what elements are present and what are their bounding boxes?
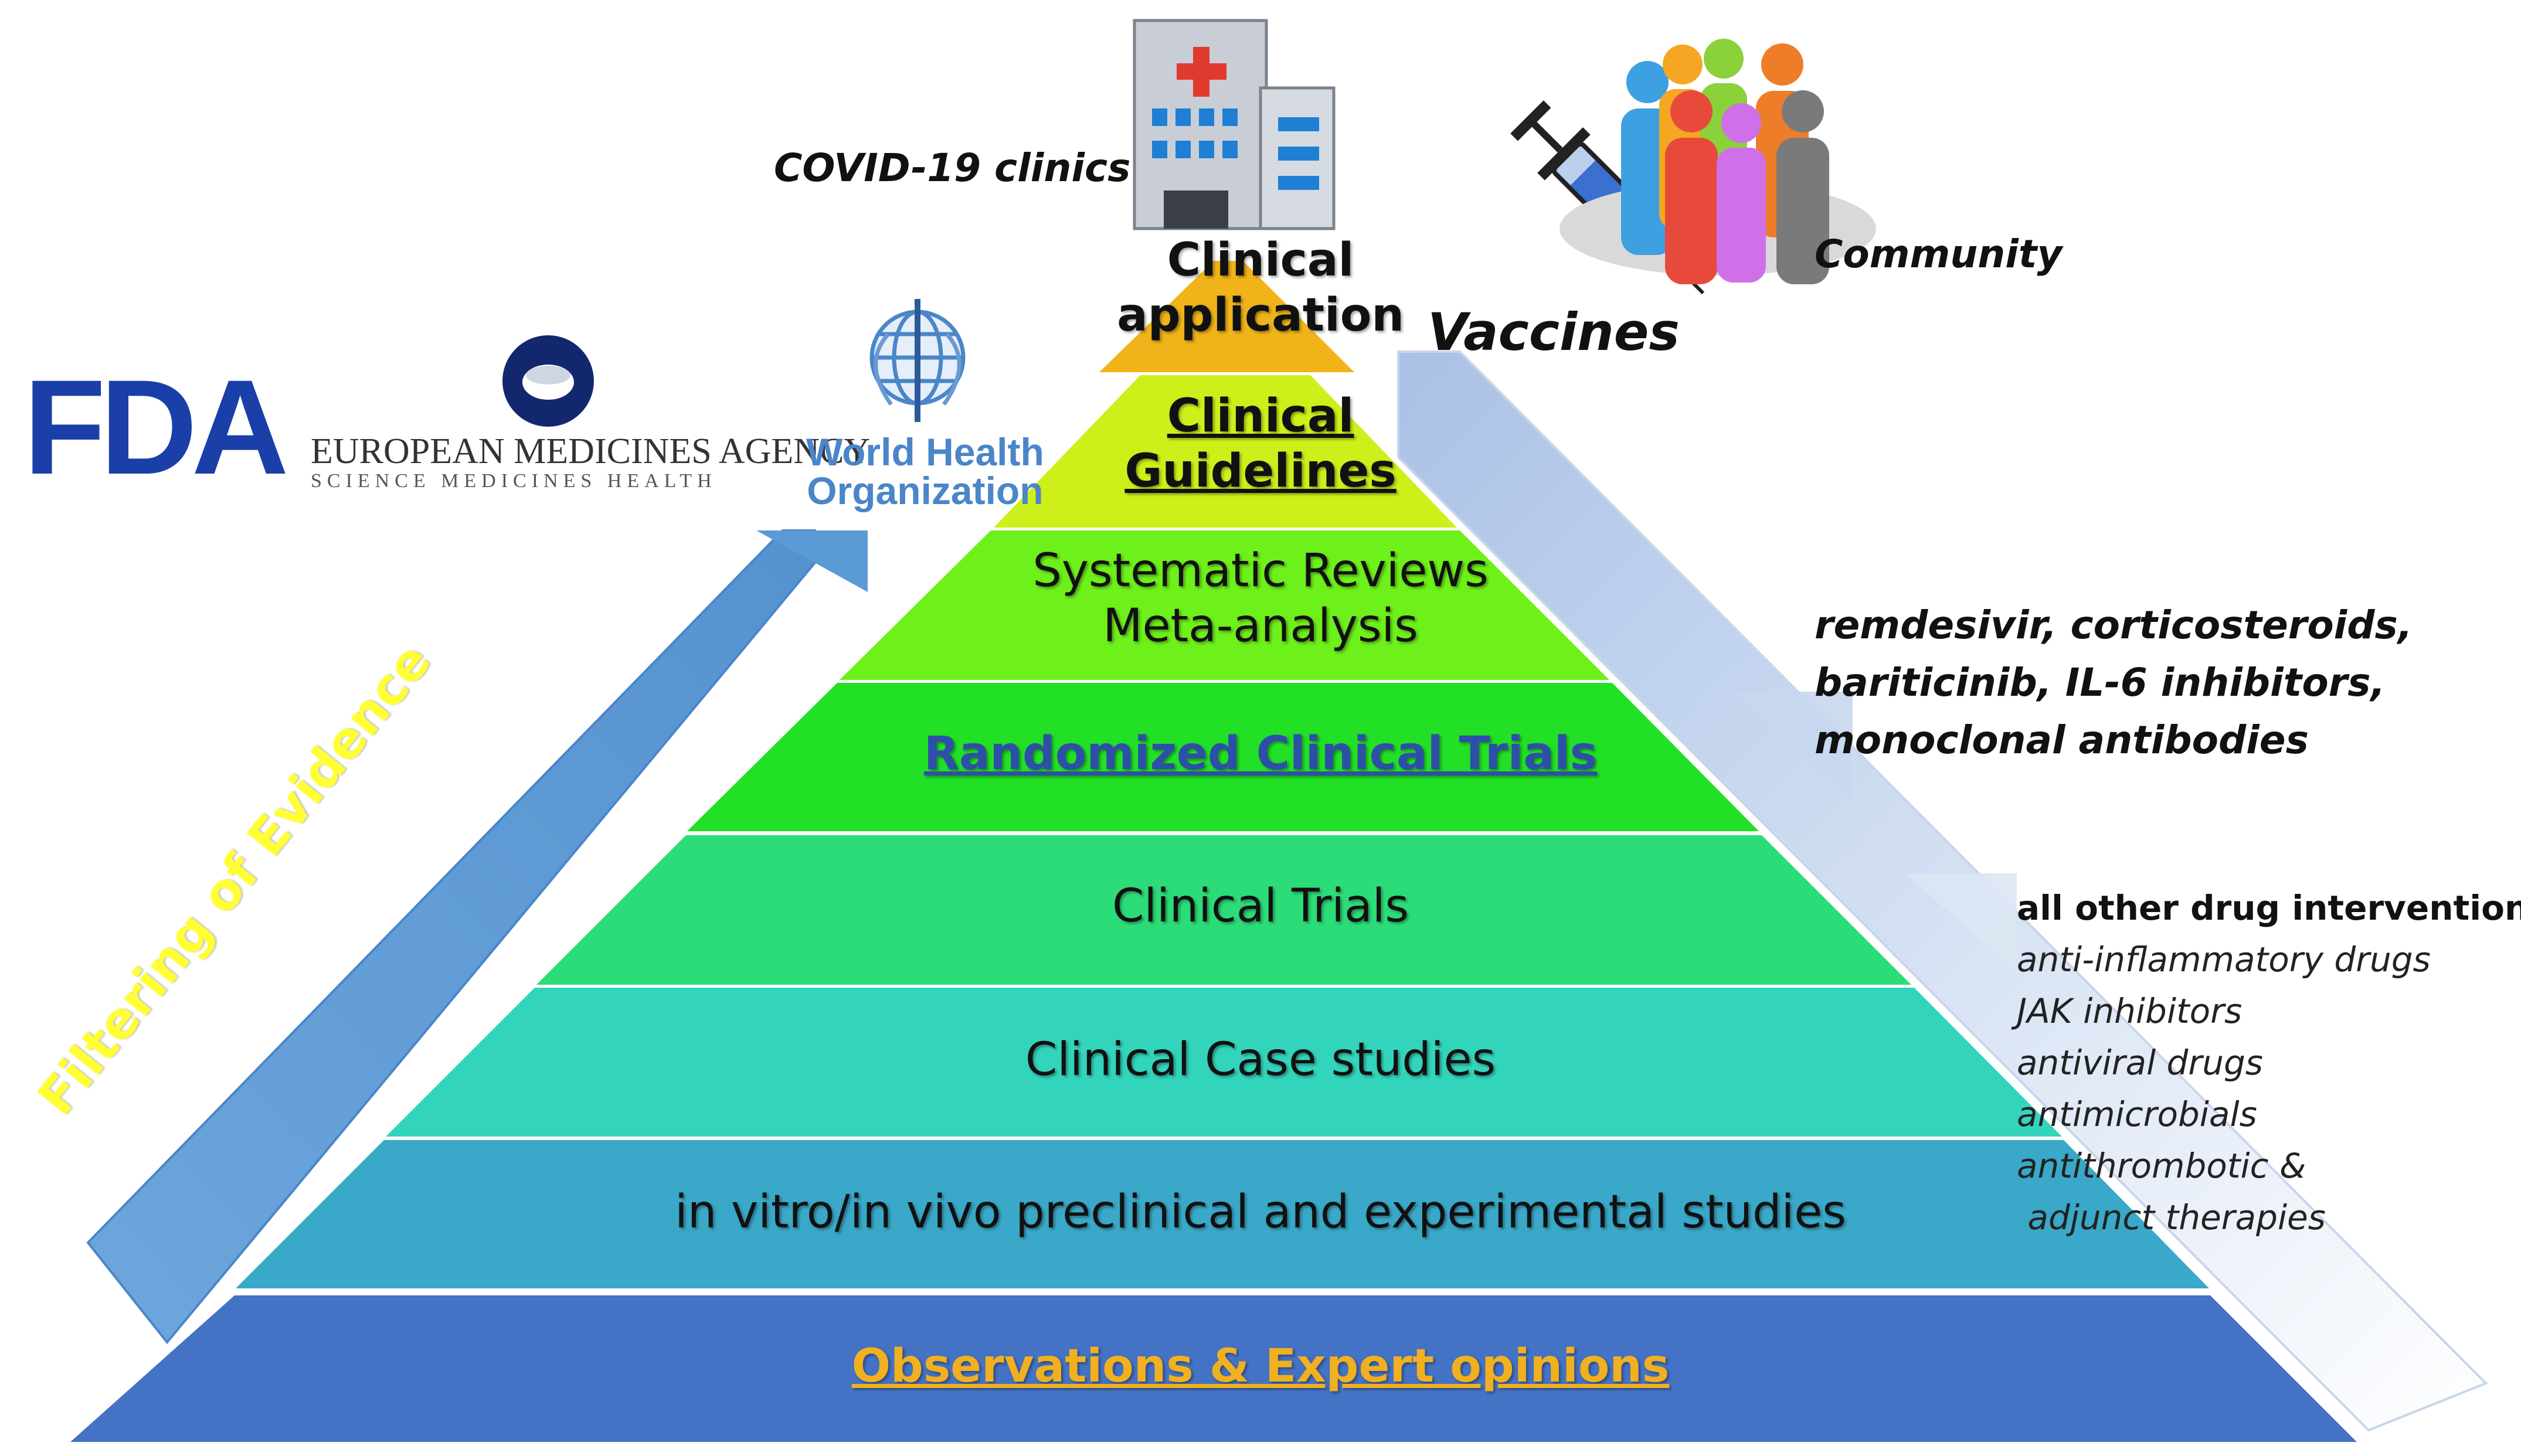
other-intervention-item: anti-inflammatory drugs (2017, 940, 2431, 979)
tier-clinical-application-line2: application (1117, 288, 1404, 342)
tier-observations-expert-opinions: Observations & Expert opinions (851, 1340, 1670, 1393)
other-interventions-heading: all other drug interventions (2017, 888, 2521, 928)
tier-clinical-case-studies: Clinical Case studies (1025, 1033, 1496, 1086)
tier-clinical-application-line1: Clinical (1167, 234, 1354, 287)
right-arrow-step-1 (1735, 692, 1853, 803)
tier-systematic-reviews: Systematic Reviews Meta-analysis (0, 544, 2521, 654)
tier-systematic-reviews-line2: Meta-analysis (1103, 599, 1418, 652)
tier-clinical-guidelines-line1: Clinical (1167, 390, 1354, 443)
tier-preclinical-studies: in vitro/in vivo preclinical and experim… (675, 1186, 1846, 1239)
who-emblem-icon (869, 299, 966, 422)
tier-clinical-trials: Clinical Trials (1112, 880, 1409, 933)
who-logo: World Health Organization (806, 433, 1044, 510)
tier-5-shape (840, 530, 1609, 680)
who-line2: Organization (807, 469, 1044, 512)
other-interventions-list: all other drug interventions anti-inflam… (2017, 882, 2521, 1243)
approved-drugs-list: remdesivir, corticosteroids, bariticinib… (1815, 597, 2413, 769)
right-arrow-step-2 (1905, 873, 2017, 973)
other-intervention-item: antithrombotic & (2017, 1146, 2306, 1186)
ema-emblem-icon (502, 335, 594, 427)
tier-0-shape (70, 1295, 2357, 1442)
vaccines-label: Vaccines (1428, 302, 1680, 362)
community-label: Community (1815, 232, 2063, 277)
ema-tagline: SCIENCE MEDICINES HEALTH (311, 470, 717, 492)
other-intervention-item: adjunct therapies (2017, 1198, 2326, 1237)
ema-name: EUROPEAN MEDICINES AGENCY (311, 431, 871, 471)
approved-drug-line: remdesivir, corticosteroids, (1815, 603, 2413, 648)
ema-logo: EUROPEAN MEDICINES AGENCY SCIENCE MEDICI… (311, 431, 870, 492)
tier-clinical-guidelines-line2: Guidelines (1124, 444, 1397, 498)
clinics-label: COVID-19 clinics (774, 145, 1131, 190)
fda-logo: FDA (23, 352, 292, 502)
tier-1-shape (236, 1140, 2209, 1288)
other-intervention-item: JAK inhibitors (2017, 991, 2243, 1031)
tier-randomized-clinical-trials: Randomized Clinical Trials (923, 727, 1598, 780)
tier-7-shape (1099, 261, 1354, 372)
approved-drug-line: bariticinib, IL-6 inhibitors, (1815, 660, 2386, 705)
people-group-icon (1560, 39, 1876, 284)
left-arrow-head (756, 530, 868, 592)
hospital-icon (1133, 19, 1336, 230)
tier-clinical-guidelines: Clinical Guidelines (0, 389, 2521, 499)
tier-4-shape (687, 683, 1759, 831)
tier-3-shape (536, 835, 1911, 985)
fda-logo-text: FDA (23, 352, 286, 502)
tier-2-shape (386, 988, 2062, 1137)
tier-clinical-application: Clinical application (0, 233, 2521, 343)
tier-systematic-reviews-line1: Systematic Reviews (1032, 545, 1489, 597)
approved-drug-line: monoclonal antibodies (1815, 717, 2309, 763)
tier-6-shape (994, 375, 1457, 528)
other-intervention-item: antimicrobials (2017, 1094, 2257, 1134)
who-line1: World Health (806, 430, 1044, 474)
other-intervention-item: antiviral drugs (2017, 1043, 2263, 1083)
